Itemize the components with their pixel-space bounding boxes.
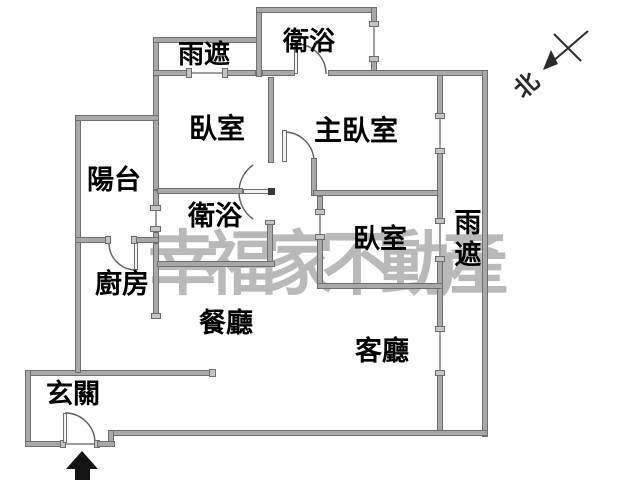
door-pivot xyxy=(268,188,275,195)
wall xyxy=(482,70,488,437)
room-label-balcony: 陽台 xyxy=(87,165,141,196)
room-label-rain-cover-right: 雨遮 xyxy=(449,208,481,272)
room-label-bedroom-right: 臥室 xyxy=(353,224,407,255)
window xyxy=(439,224,441,257)
wall xyxy=(227,70,256,76)
room-label-dining-room: 餐廳 xyxy=(199,308,253,339)
room-label-bedroom-left: 臥室 xyxy=(189,112,246,145)
room-label-living-room: 客廳 xyxy=(355,336,409,367)
window xyxy=(439,332,441,371)
wall xyxy=(97,441,115,447)
wall xyxy=(317,283,443,289)
wall xyxy=(268,77,274,163)
window-cap xyxy=(369,21,379,27)
entrance-arrow xyxy=(66,451,98,480)
window xyxy=(373,27,375,57)
room-label-kitchen: 廚房 xyxy=(95,269,149,300)
room-label-bathroom-center: 衛浴 xyxy=(188,201,242,232)
door-threshold xyxy=(66,443,95,445)
window-cap xyxy=(150,226,161,232)
wall xyxy=(157,188,243,194)
window-cap xyxy=(435,218,445,224)
door-jamb xyxy=(105,236,111,244)
window-cap xyxy=(435,326,445,332)
window xyxy=(192,72,223,74)
door-leaf-entry xyxy=(63,413,67,443)
window xyxy=(155,211,157,226)
window-cap xyxy=(150,205,161,211)
window xyxy=(439,119,441,148)
room-label-bathroom-top: 衛浴 xyxy=(283,27,336,57)
window-cap xyxy=(186,68,192,78)
door-leaf-master-bedroom xyxy=(282,130,287,162)
wall xyxy=(157,261,275,267)
window-cap xyxy=(435,113,445,119)
wall xyxy=(136,237,159,243)
wall-end-cap xyxy=(209,369,216,377)
window xyxy=(319,215,321,235)
room-label-entryway: 玄關 xyxy=(46,379,100,410)
north-arrow xyxy=(543,30,589,70)
wall xyxy=(75,115,159,121)
window-cap xyxy=(315,209,325,215)
room-label-rain-cover-top: 雨遮 xyxy=(178,40,231,70)
wall-end-cap xyxy=(151,313,161,319)
room-label-master-bedroom: 主臥室 xyxy=(314,114,399,147)
door-leaf-kitchen xyxy=(134,243,138,270)
door-leaf-bathroom-top xyxy=(294,44,298,74)
